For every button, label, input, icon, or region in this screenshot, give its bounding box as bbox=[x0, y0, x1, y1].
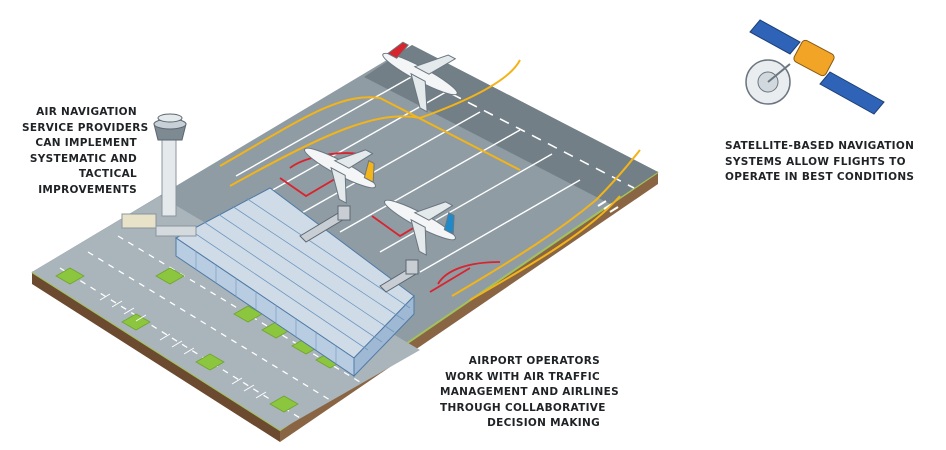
terminal-building-icon bbox=[175, 187, 415, 378]
air-navigation-caption: AIR NAVIGATION SERVICE PROVIDERS CAN IMP… bbox=[22, 105, 149, 198]
airplane-icon bbox=[304, 41, 458, 256]
caption-line: SATELLITE-BASED NAVIGATION bbox=[725, 140, 915, 152]
landside-area bbox=[32, 196, 420, 430]
caption-line: CAN IMPLEMENT bbox=[35, 137, 137, 149]
airport-operators-caption: AIRPORT OPERATORS WORK WITH AIR TRAFFIC … bbox=[440, 354, 619, 432]
taxi-lines bbox=[219, 59, 641, 301]
caption-line: SYSTEMS ALLOW FLIGHTS TO bbox=[725, 155, 906, 168]
caption-line: DECISION MAKING bbox=[487, 417, 600, 429]
satellite-caption: SATELLITE-BASED NAVIGATION SYSTEMS ALLOW… bbox=[725, 139, 914, 186]
jet-bridges bbox=[299, 205, 419, 293]
caption-line: SERVICE PROVIDERS bbox=[22, 121, 149, 134]
caption-line: TACTICAL bbox=[78, 168, 137, 180]
caption-line: WORK WITH AIR TRAFFIC bbox=[445, 370, 600, 383]
caption-line: SYSTEMATIC AND bbox=[29, 152, 137, 165]
caption-line: OPERATE IN BEST CONDITIONS bbox=[725, 171, 915, 183]
caption-line: THROUGH COLLABORATIVE bbox=[440, 401, 606, 414]
control-tower-icon bbox=[121, 113, 197, 237]
caption-line: AIRPORT OPERATORS bbox=[468, 355, 600, 367]
parking-markings bbox=[99, 293, 267, 399]
caption-line: AIR NAVIGATION bbox=[36, 106, 137, 118]
caption-line: IMPROVEMENTS bbox=[38, 183, 137, 196]
satellite-icon bbox=[745, 19, 885, 115]
caption-line: MANAGEMENT AND AIRLINES bbox=[440, 386, 619, 398]
apron-stands bbox=[235, 71, 581, 273]
